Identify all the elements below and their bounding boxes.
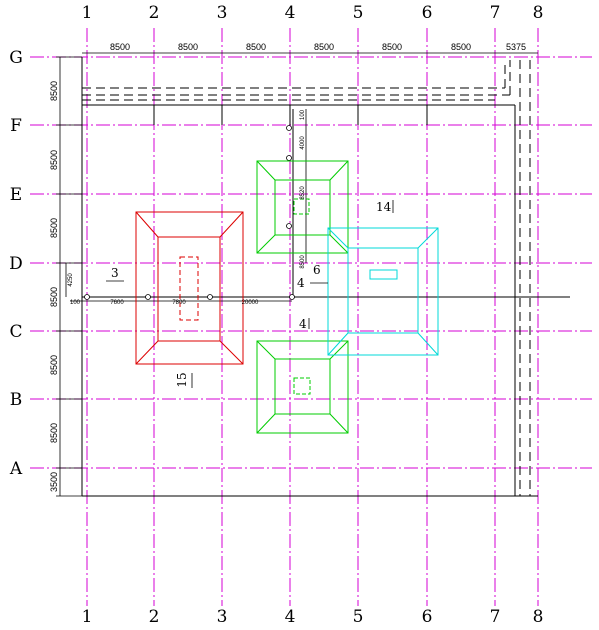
offset-run-1: 7600 (110, 300, 124, 306)
col-label-top: 4 (285, 3, 296, 23)
vdim-1: 100 (300, 109, 306, 120)
cyan-roof-shape (327, 227, 439, 356)
row-label: C (9, 322, 22, 342)
column-spacing-dims: 8500 8500 8500 8500 8500 8500 5375 (110, 42, 526, 52)
row-spacing: 8500 (49, 355, 59, 375)
offset-left: 4250 (68, 273, 74, 287)
row-spacing-dims: 8500 8500 8500 8500 8500 8500 3500 (49, 81, 59, 492)
col-spacing: 8500 (110, 42, 130, 52)
tag-4-upper: 4 (297, 276, 305, 290)
col-label-top: 2 (149, 3, 160, 23)
col-spacing: 8500 (246, 42, 266, 52)
col-label-bottom: 6 (422, 607, 433, 627)
column-labels-top: 1 2 3 4 5 6 7 8 (82, 3, 544, 23)
row-labels: G F E D C B A (9, 48, 23, 479)
dimension-lines (56, 52, 538, 497)
vdim-3: 8520 (300, 186, 306, 200)
row-label: B (10, 390, 23, 410)
dashed-service-lines (82, 60, 531, 496)
vdim-4: 8500 (300, 255, 306, 269)
col-label-bottom: 4 (285, 607, 296, 627)
tag-14: 14 (376, 200, 392, 214)
tag-15: 15 (175, 372, 189, 387)
col-label-top: 6 (422, 3, 433, 23)
tag-6: 6 (313, 263, 321, 277)
tag-4-lower: 4 (299, 317, 307, 331)
region-tags: 3 4 6 4 14 15 (106, 200, 394, 388)
col-spacing: 8500 (178, 42, 198, 52)
tag-3: 3 (111, 266, 119, 280)
row-spacing: 8500 (49, 150, 59, 170)
column-labels-bottom: 1 2 3 4 5 6 7 8 (82, 607, 544, 627)
row-spacing: 8500 (49, 81, 59, 101)
row-label: E (10, 185, 22, 205)
row-spacing: 8500 (49, 218, 59, 238)
vdim-2: 4000 (300, 136, 306, 150)
building-outline (81, 57, 570, 497)
green-roof-shape-upper (256, 160, 349, 254)
col-spacing: 8500 (382, 42, 402, 52)
col-label-top: 8 (533, 3, 544, 23)
col-label-top: 3 (217, 3, 228, 23)
offset-run-2: 7800 (172, 300, 186, 306)
col-label-bottom: 8 (533, 607, 544, 627)
col-label-bottom: 2 (149, 607, 160, 627)
col-label-bottom: 3 (217, 607, 228, 627)
vertical-dims: 100 4000 8520 8500 (300, 109, 306, 268)
offset-small: 100 (70, 300, 81, 306)
col-spacing: 8500 (451, 42, 471, 52)
col-spacing: 8500 (314, 42, 334, 52)
col-label-bottom: 1 (82, 607, 93, 627)
col-label-bottom: 5 (353, 607, 364, 627)
col-label-top: 7 (490, 3, 501, 23)
col-spacing: 5375 (506, 42, 526, 52)
dimension-nodes (84, 125, 295, 300)
row-label: A (9, 459, 23, 479)
row-label: G (9, 48, 23, 68)
col-label-top: 1 (82, 3, 93, 23)
grid-lines (30, 28, 592, 606)
row-spacing: 8500 (49, 287, 59, 307)
row-label: D (9, 254, 23, 274)
col-label-top: 5 (353, 3, 364, 23)
col-label-bottom: 7 (490, 607, 501, 627)
row-spacing: 3500 (49, 472, 59, 492)
offset-dims: 4250 100 7600 7800 20000 (68, 273, 259, 306)
row-label: F (10, 116, 22, 136)
green-roof-shape-lower (256, 340, 349, 434)
row-spacing: 8500 (49, 423, 59, 443)
red-roof-shape (135, 211, 244, 365)
offset-run-3: 20000 (242, 300, 259, 306)
